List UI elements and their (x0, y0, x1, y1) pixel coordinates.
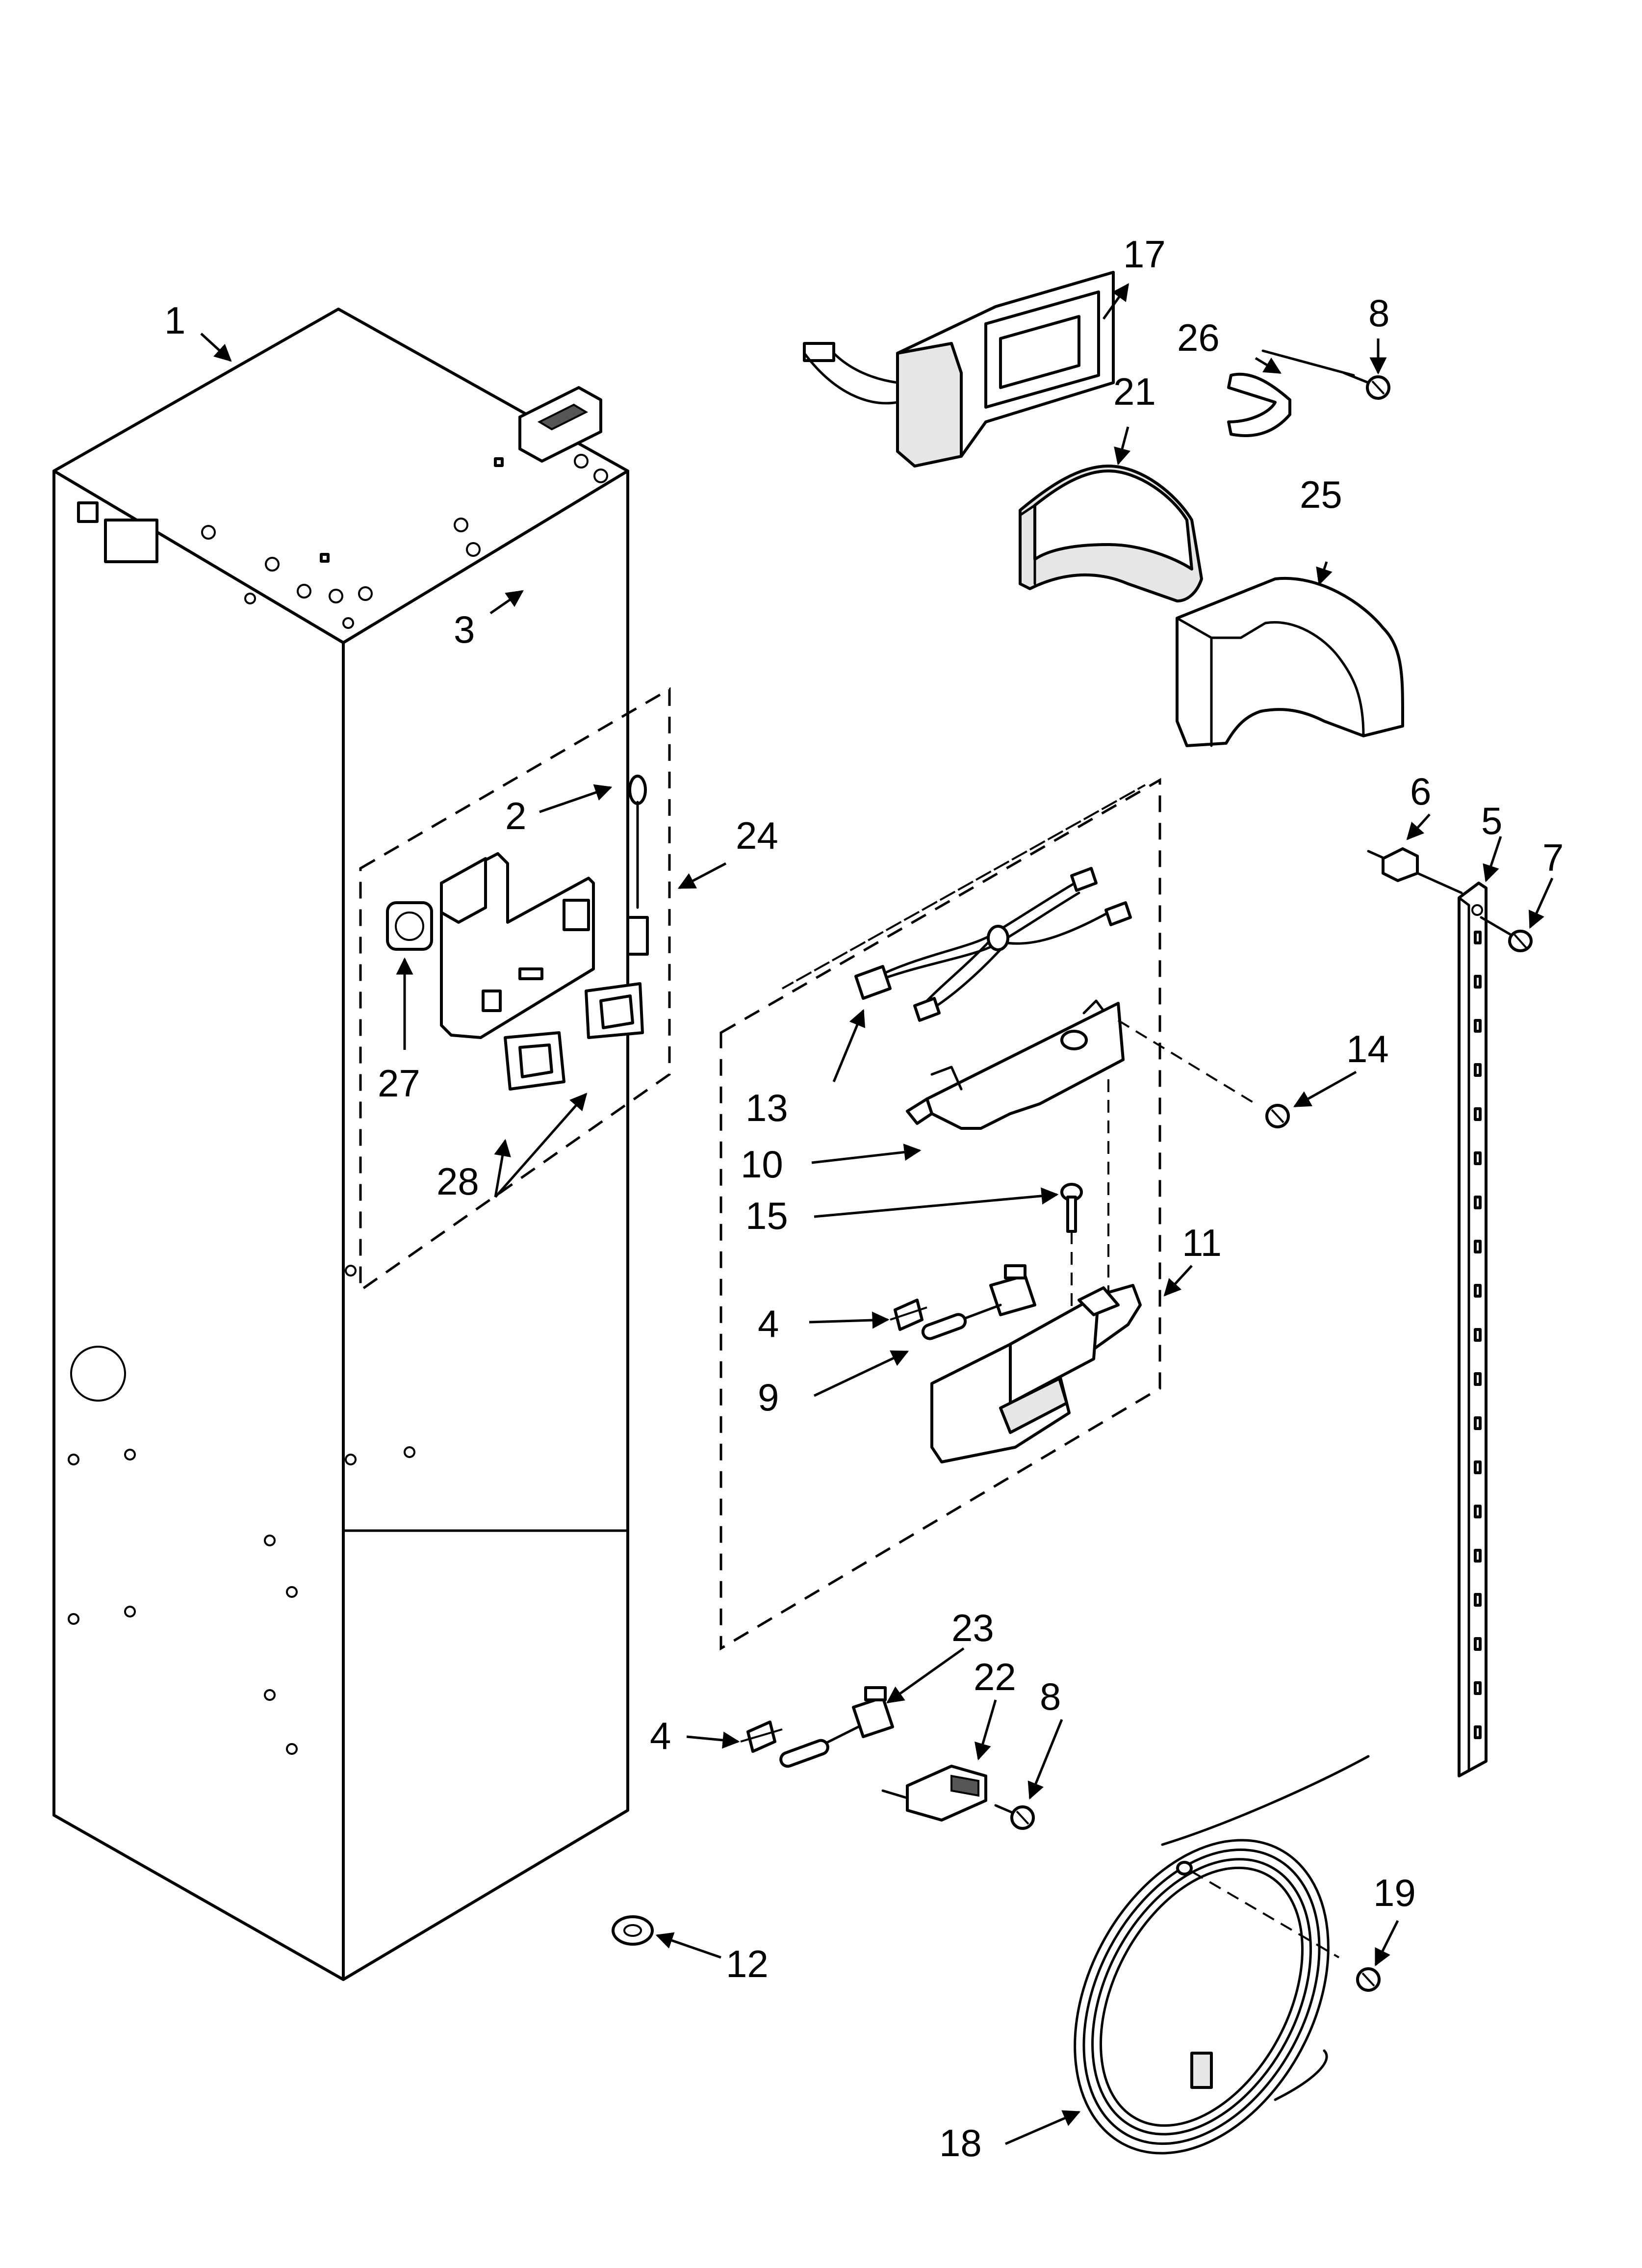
sensor-part-23 (779, 1686, 894, 1768)
callout-28: 28 (436, 1160, 479, 1203)
callout-23: 23 (951, 1606, 994, 1649)
callout-9: 9 (758, 1376, 779, 1419)
callout-26: 26 (1177, 316, 1220, 359)
screw-part-8-top (1261, 349, 1390, 400)
bracket-part-10 (906, 999, 1125, 1130)
callout-2: 2 (505, 794, 526, 837)
callout-17: 17 (1123, 233, 1166, 276)
screw-part-15 (1060, 1079, 1109, 1315)
callout-22: 22 (974, 1655, 1016, 1698)
nut-part-6 (1367, 847, 1463, 894)
sensor-part-9 (921, 1264, 1036, 1340)
clip-part-4-upper (890, 1299, 927, 1331)
callout-18: 18 (939, 2121, 982, 2164)
screw-part-19 (1191, 1871, 1381, 1992)
screw-part-7 (1480, 916, 1533, 952)
sensor-part-2 (626, 775, 649, 956)
callout-6: 6 (1410, 770, 1431, 813)
callout-15: 15 (745, 1194, 788, 1237)
cover-part-25 (1176, 576, 1404, 747)
control-plate-part-24 (440, 852, 595, 1039)
top-bracket-part-3 (518, 386, 602, 463)
fan-housing-part-17 (803, 271, 1115, 468)
callout-19: 19 (1373, 1871, 1416, 1914)
callout-10: 10 (741, 1143, 783, 1186)
wire-harness-part-13 (854, 867, 1132, 1022)
tubing-coil-part-18 (1074, 1755, 1370, 2155)
assembly-outline-11 (719, 778, 1161, 1651)
callout-1: 1 (164, 299, 185, 342)
callout-21: 21 (1113, 370, 1156, 413)
pads-part-28 (504, 982, 644, 1091)
callout-14: 14 (1346, 1027, 1389, 1070)
rail-slots (1474, 931, 1482, 1739)
callout-7: 7 (1542, 836, 1564, 879)
callout-8-top: 8 (1368, 291, 1389, 335)
grommet-part-27 (386, 901, 433, 951)
cabinet-liner (52, 308, 629, 1981)
callout-5: 5 (1481, 799, 1502, 842)
callout-25: 25 (1300, 473, 1342, 516)
callout-12: 12 (726, 1942, 769, 1985)
air-duct-part-21 (1019, 465, 1203, 602)
screw-part-8-lower (994, 1804, 1035, 1830)
clip-part-4-lower (740, 1721, 783, 1753)
callout-4-lower: 4 (650, 1714, 671, 1757)
screw-part-14 (1117, 1019, 1290, 1128)
rail-part-5 (1458, 882, 1488, 1777)
washer-part-12 (612, 1915, 654, 1946)
callout-8-lower: 8 (1040, 1675, 1061, 1718)
assembly-outline-24 (359, 687, 671, 1293)
callout-labels: 1 2 3 4 4 5 6 7 8 8 9 10 11 12 13 14 15 … (164, 233, 1564, 2164)
callout-4-upper: 4 (758, 1302, 779, 1345)
housing-part-11 (930, 1284, 1142, 1463)
switch-part-22 (881, 1765, 987, 1822)
callout-3: 3 (454, 608, 475, 651)
harness-outline-13 (782, 784, 1146, 990)
callout-24: 24 (736, 814, 778, 857)
callout-leaders (200, 283, 1554, 2145)
callout-11: 11 (1182, 1221, 1222, 1264)
clip-part-26 (1227, 372, 1291, 437)
callout-27: 27 (378, 1062, 420, 1105)
callout-13: 13 (745, 1086, 788, 1129)
